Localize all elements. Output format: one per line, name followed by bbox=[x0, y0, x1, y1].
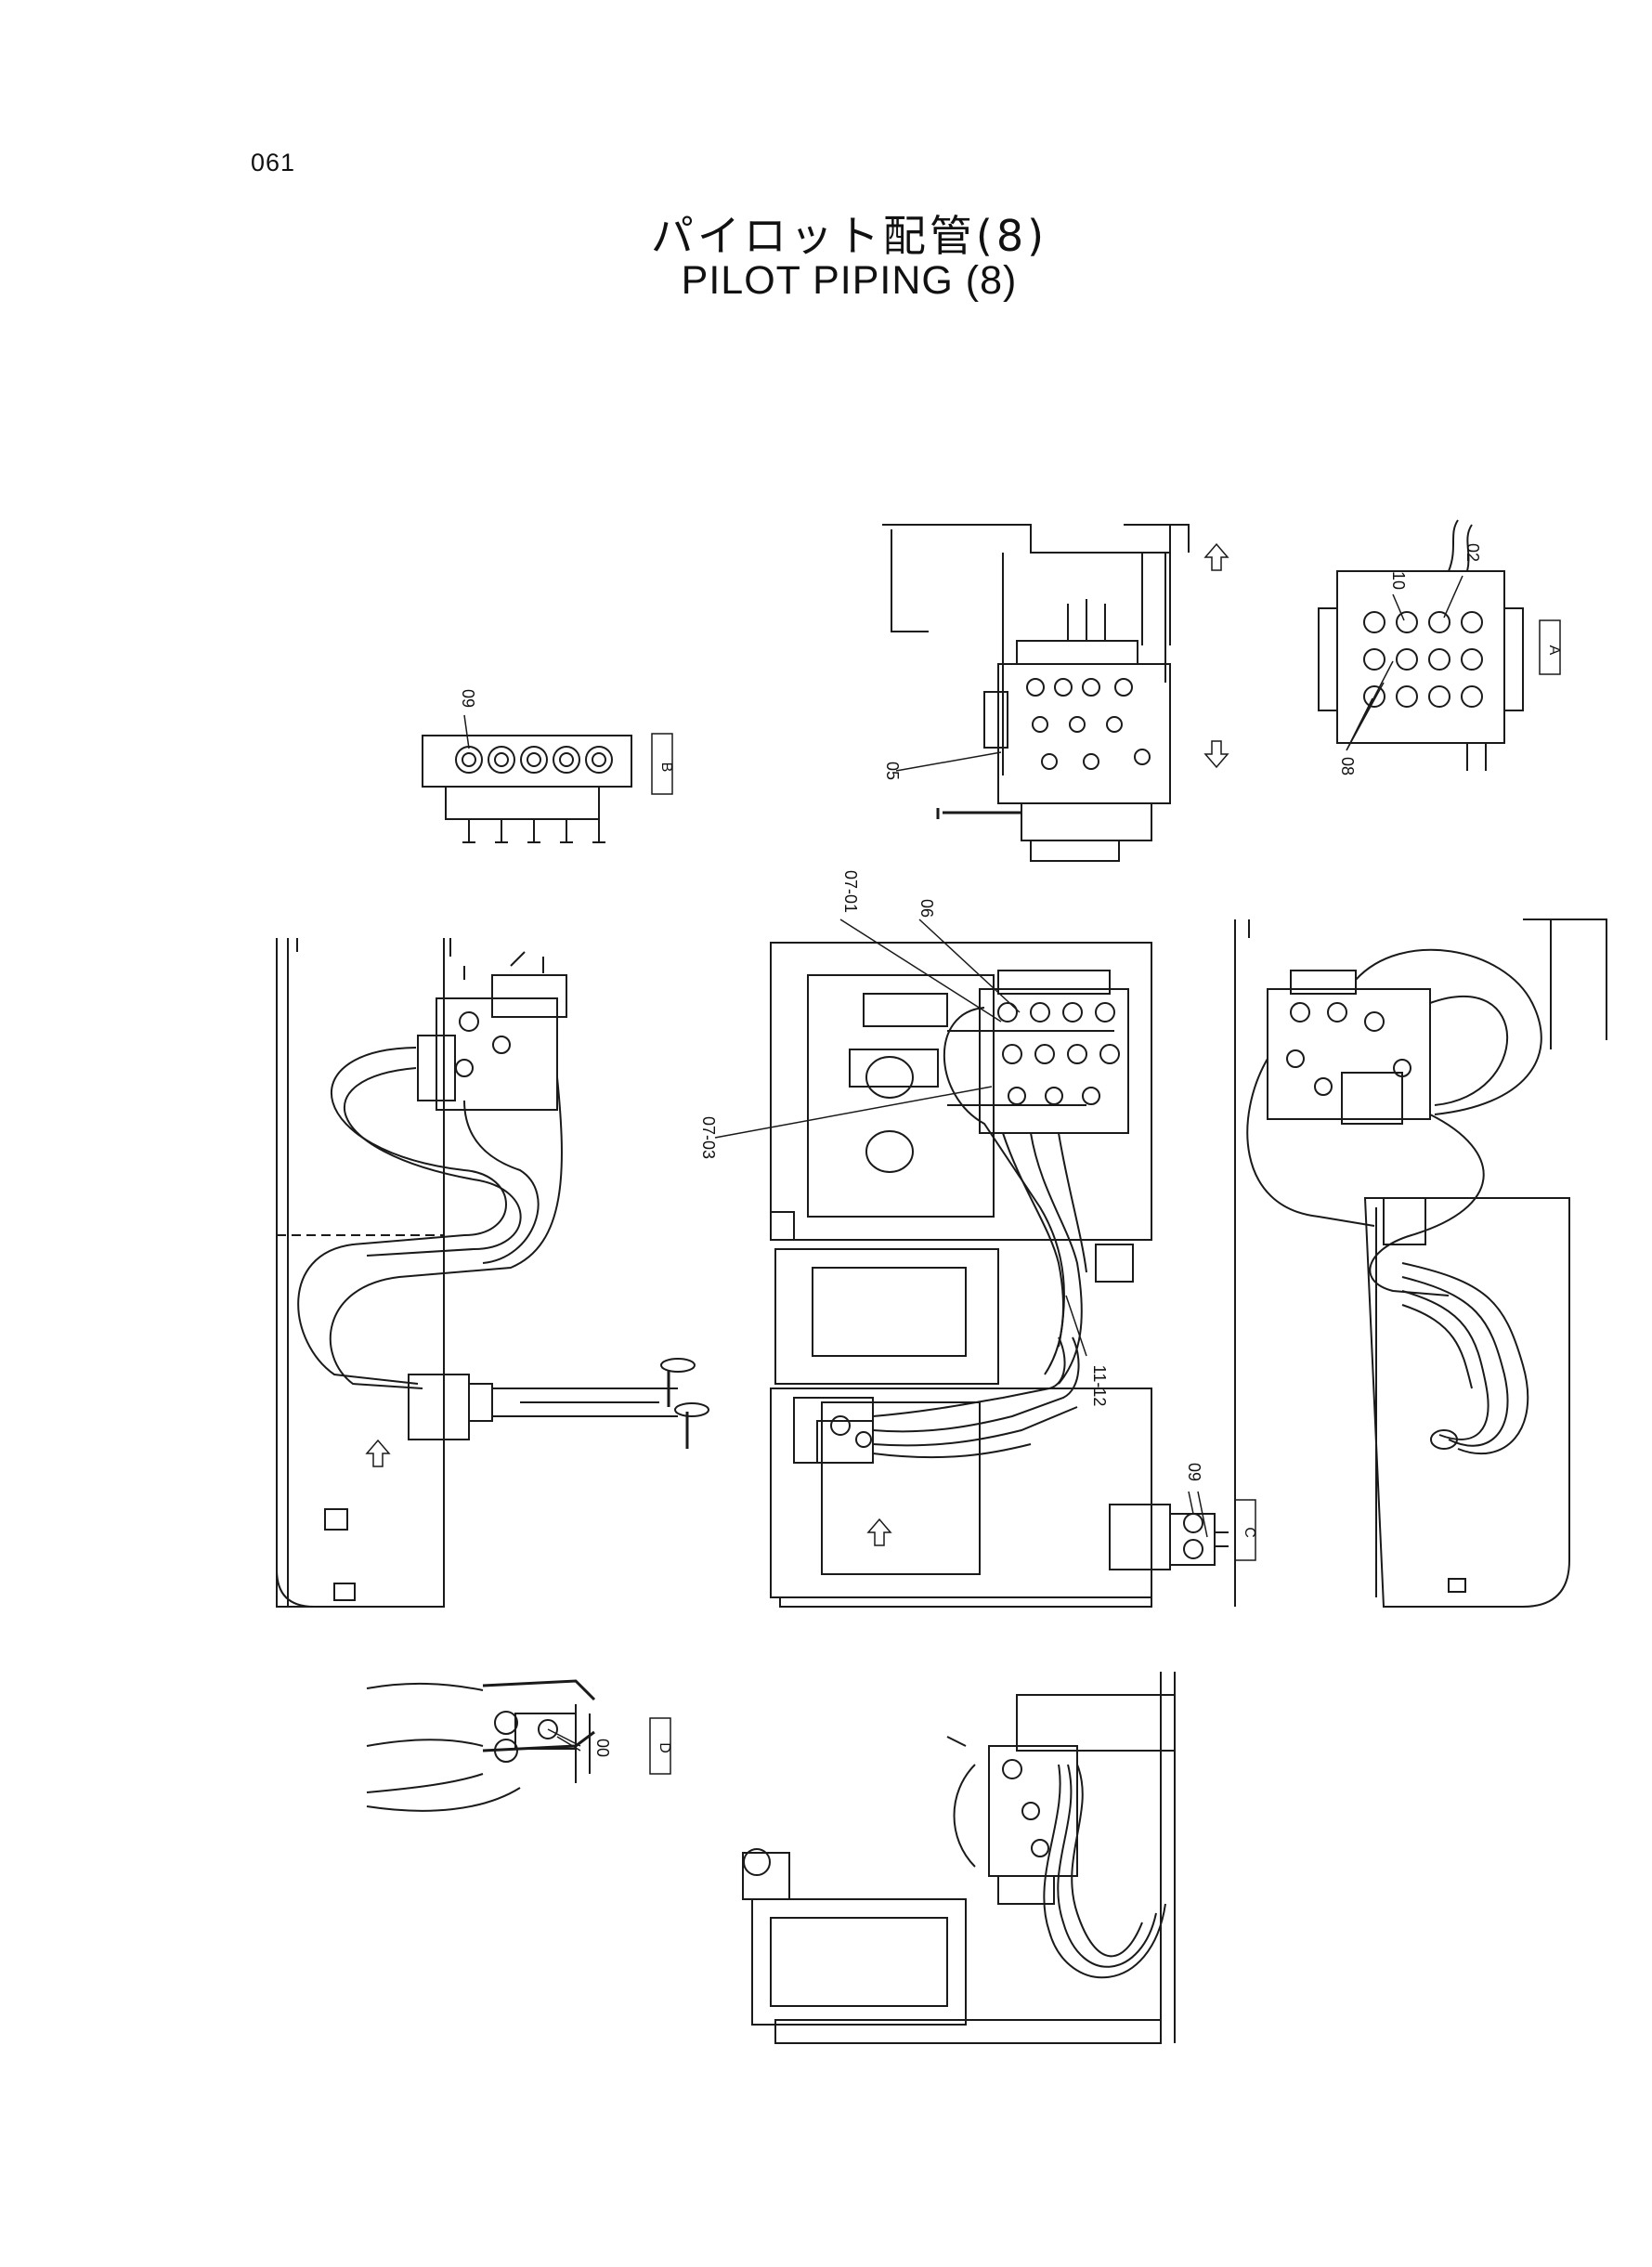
view-b-valve-block bbox=[422, 714, 673, 843]
part-callout: 09 bbox=[1185, 1463, 1203, 1481]
part-callout: 10 bbox=[1389, 571, 1408, 590]
part-callout: 07-03 bbox=[699, 1116, 718, 1159]
view-d-hose-junction bbox=[366, 1679, 671, 1812]
part-callout: 05 bbox=[883, 762, 902, 780]
view-label-a: A bbox=[1546, 645, 1562, 656]
part-callout: 07-01 bbox=[841, 870, 860, 913]
page-title-japanese: パイロット配管(8) bbox=[650, 211, 1048, 261]
part-callout: 02 bbox=[1463, 543, 1482, 562]
right-side-view bbox=[1234, 919, 1607, 1608]
bottom-centre-view bbox=[742, 1672, 1176, 2044]
view-label-c: C bbox=[1242, 1527, 1257, 1538]
part-callout: 11-12 bbox=[1090, 1365, 1109, 1407]
top-control-valve bbox=[882, 524, 1229, 862]
view-c-valve bbox=[1109, 1491, 1256, 1570]
left-side-view bbox=[276, 938, 709, 1608]
part-callout: 06 bbox=[917, 899, 936, 918]
view-label-d: D bbox=[657, 1742, 672, 1753]
page-number: 061 bbox=[251, 149, 296, 176]
view-label-b: B bbox=[658, 762, 674, 773]
page-title-english: PILOT PIPING (8) bbox=[681, 258, 1018, 303]
part-callout: 08 bbox=[1338, 757, 1357, 775]
part-callout: 09 bbox=[459, 689, 477, 708]
view-a-control-valve bbox=[1318, 519, 1561, 771]
part-callout: 00 bbox=[593, 1739, 612, 1757]
centre-top-view bbox=[714, 919, 1152, 1608]
